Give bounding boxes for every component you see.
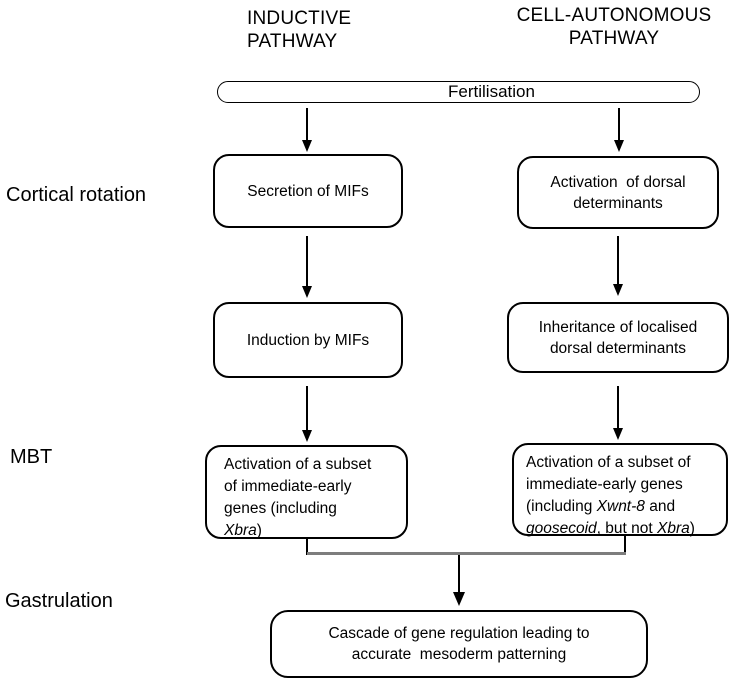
box-genes-right-line4: goosecoid, but not Xbra) (526, 518, 695, 540)
box-activation-dorsal-determinants: Activation of dorsal determinants (517, 156, 719, 229)
box-genes-right-line1: Activation of a subset of (526, 454, 691, 471)
box-inheritance-line1: Inheritance of localised (538, 318, 698, 336)
gene-name-xbra-2: Xbra (657, 520, 690, 537)
box-genes-right-line3: (including Xwnt-8 and (526, 496, 675, 518)
arrow-merge-to-cascade-icon (453, 555, 465, 606)
box-genes-right-line2: immediate-early genes (526, 476, 683, 493)
box-activation-determinants-line1: Activation of dorsal (550, 173, 686, 191)
fertilisation-box: Fertilisation (217, 81, 700, 103)
arrow-induction-to-genes-icon (302, 386, 312, 442)
arrow-shaft (617, 386, 619, 428)
box-genes-right-line3-pre: (including (526, 498, 597, 515)
label-mbt: MBT (10, 446, 53, 468)
arrow-head (302, 140, 312, 152)
header-cell-autonomous-line2: PATHWAY (568, 28, 660, 49)
header-cell-autonomous-line1: CELL-AUTONOMOUS (516, 5, 712, 26)
arrow-secretion-to-induction-icon (302, 236, 312, 298)
gene-name-goosecoid: goosecoid (526, 520, 597, 537)
connector-stub-right (624, 536, 626, 555)
label-cortical-rotation: Cortical rotation (6, 184, 147, 206)
arrow-shaft (306, 386, 308, 430)
arrow-shaft (618, 108, 620, 140)
arrow-fertilisation-to-activation-icon (614, 108, 624, 152)
box-genes-left-line4: Xbra) (224, 520, 262, 542)
box-cascade-line2: accurate mesoderm patterning (351, 646, 567, 663)
box-induction-by-mifs: Induction by MIFs (213, 302, 403, 378)
header-cell-autonomous-pathway: CELL-AUTONOMOUS PATHWAY (498, 4, 730, 50)
header-inductive-line2: PATHWAY (247, 31, 338, 52)
connector-horizontal-bar (307, 552, 626, 555)
box-activation-genes-cell-autonomous: Activation of a subset of immediate-earl… (512, 443, 728, 537)
arrow-head (613, 284, 623, 296)
header-inductive-pathway: INDUCTIVE PATHWAY (247, 7, 351, 53)
box-genes-left-line4-rest: ) (256, 522, 262, 539)
box-activation-genes-inductive: Activation of a subset of immediate-earl… (205, 445, 408, 539)
arrow-head (302, 286, 312, 298)
box-inheritance-line2: dorsal determinants (549, 339, 687, 357)
box-genes-right-line3-post: and (644, 498, 676, 515)
box-genes-left-line2: of immediate-early (224, 478, 352, 495)
box-induction-text: Induction by MIFs (246, 331, 370, 349)
box-genes-right-line4-mid: , but not (596, 520, 657, 537)
arrow-head (613, 428, 623, 440)
box-inheritance-localised-determinants: Inheritance of localised dorsal determin… (507, 302, 729, 373)
arrow-activation-to-inheritance-icon (613, 236, 623, 296)
box-genes-right-line4-post: ) (689, 520, 695, 537)
arrow-head (614, 140, 624, 152)
box-secretion-text: Secretion of MIFs (247, 182, 369, 200)
header-inductive-line1: INDUCTIVE (247, 8, 352, 29)
box-genes-left-line1: Activation of a subset (224, 456, 372, 473)
arrow-fertilisation-to-secretion-icon (302, 108, 312, 152)
gene-name-xwnt8: Xwnt-8 (596, 498, 645, 515)
arrow-shaft (306, 236, 308, 286)
box-secretion-of-mifs: Secretion of MIFs (213, 154, 403, 228)
connector-stub-left (306, 538, 308, 555)
arrow-shaft (458, 555, 460, 592)
fertilisation-label: Fertilisation (448, 82, 535, 101)
arrow-head (302, 430, 312, 442)
box-cascade-line1: Cascade of gene regulation leading to (328, 625, 590, 642)
arrow-head (453, 592, 465, 606)
arrow-shaft (617, 236, 619, 284)
box-activation-determinants-line2: determinants (573, 194, 663, 212)
arrow-shaft (306, 108, 308, 140)
gene-name-xbra: Xbra (224, 522, 257, 539)
label-gastrulation: Gastrulation (5, 590, 113, 612)
box-cascade-gene-regulation: Cascade of gene regulation leading to ac… (270, 610, 648, 678)
arrow-inheritance-to-genes-icon (613, 386, 623, 440)
box-genes-left-line3: genes (including (224, 500, 337, 517)
